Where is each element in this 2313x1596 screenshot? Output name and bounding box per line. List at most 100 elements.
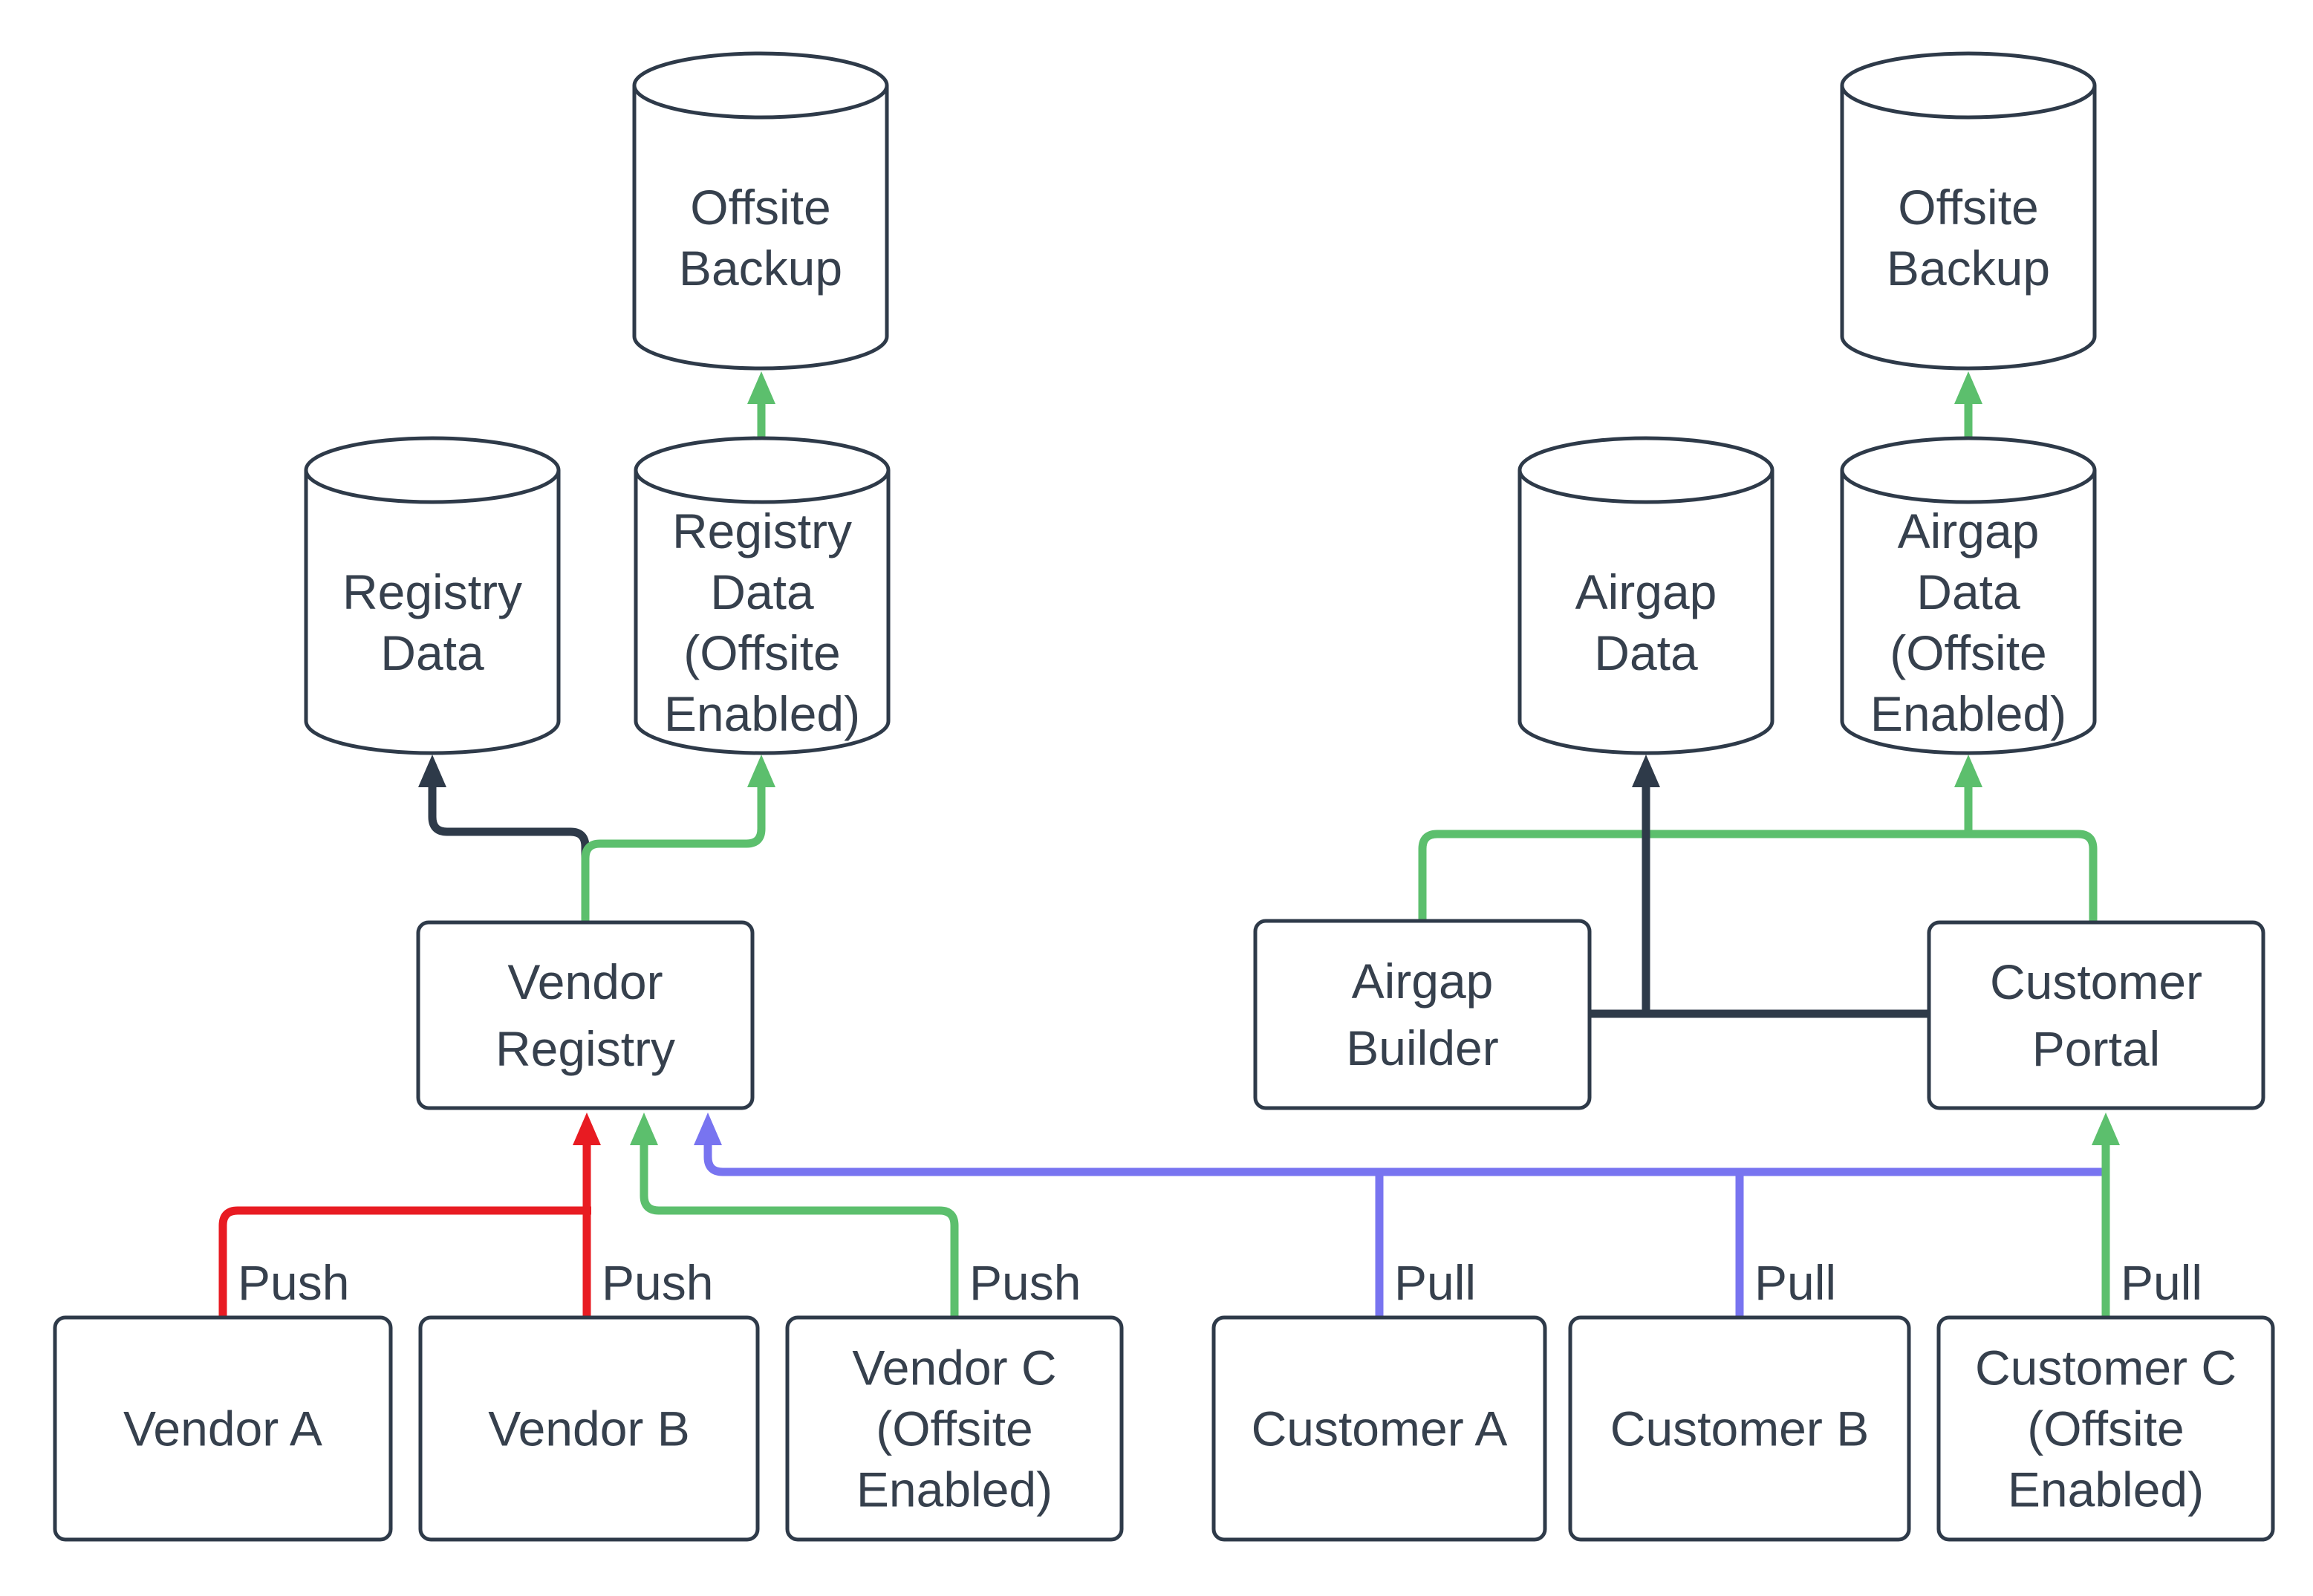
edge-vendor-a-push-branch-line bbox=[218, 1206, 591, 1319]
cylinder-shape bbox=[1840, 51, 2097, 371]
node-label-line: Enabled) bbox=[2008, 1462, 2204, 1517]
node-label: Vendor B bbox=[488, 1401, 690, 1456]
node-label-line: Data bbox=[1594, 625, 1698, 680]
node-vendor-b: Vendor B bbox=[418, 1315, 760, 1542]
node-label-line: Vendor B bbox=[488, 1401, 690, 1456]
edge-vendor-b-push-to-vendor-registry-arrowhead bbox=[573, 1113, 601, 1145]
node-label: Customer A bbox=[1252, 1401, 1508, 1456]
cylinder-top-ellipse bbox=[304, 469, 561, 504]
node-label-line: Airgap bbox=[1575, 564, 1717, 619]
cylinder-top-ellipse bbox=[1840, 85, 2097, 120]
node-label-line: Data bbox=[1916, 564, 2020, 619]
edge-airgap-data-offsite-to-offsite-backup-arrowhead bbox=[1954, 371, 1982, 404]
edge-customers-pull-to-vendor-registry-arrowhead bbox=[694, 1113, 722, 1145]
edge-customer-c-pull-to-customer-portal-arrowhead bbox=[2092, 1113, 2120, 1145]
node-label-line: Builder bbox=[1346, 1020, 1498, 1075]
edge-label-push-1: Push bbox=[602, 1255, 713, 1310]
cylinder-shape bbox=[304, 436, 561, 755]
node-label: Vendor A bbox=[123, 1401, 322, 1456]
node-label-line: Registry bbox=[672, 504, 852, 558]
node-label-line: Vendor bbox=[507, 954, 663, 1009]
edge-customer-c-pull-to-customer-portal bbox=[2092, 1113, 2120, 1319]
node-label-line: Backup bbox=[679, 241, 842, 296]
cylinder-top-ellipse bbox=[632, 85, 889, 120]
node-label-line: Airgap bbox=[1352, 954, 1494, 1009]
cylinder-shape bbox=[634, 436, 891, 755]
edge-registry-data-offsite-to-offsite-backup bbox=[747, 371, 775, 437]
edge-customers-pull-to-vendor-registry-line bbox=[703, 1142, 2108, 1176]
edge-label-pull-5: Pull bbox=[2121, 1255, 2202, 1310]
node-label-line: Enabled) bbox=[664, 686, 860, 741]
box-shape bbox=[1936, 1315, 2275, 1542]
node-label-line: Enabled) bbox=[1870, 686, 2066, 741]
node-label-line: Customer bbox=[1990, 954, 2202, 1009]
cylinder-shape bbox=[1517, 436, 1774, 755]
edge-green-branch-to-airgap-data-offsite-arrowhead bbox=[1954, 755, 1982, 787]
edge-customers-pull-to-vendor-registry bbox=[694, 1113, 2108, 1176]
node-label-line: Customer A bbox=[1252, 1401, 1508, 1456]
box-shape bbox=[416, 920, 755, 1110]
node-label-line: (Offsite bbox=[1890, 625, 2047, 680]
node-customer-b: Customer B bbox=[1568, 1315, 1911, 1542]
edge-registry-data-offsite-to-offsite-backup-arrowhead bbox=[747, 371, 775, 404]
box-shape bbox=[53, 1315, 393, 1542]
edge-airgap-data-offsite-to-offsite-backup bbox=[1954, 371, 1982, 437]
cylinder-shape bbox=[1840, 436, 2097, 755]
edge-vendor-c-push-to-vendor-registry-line bbox=[640, 1142, 959, 1319]
edge-vendor-registry-to-registry-data-offsite-line bbox=[581, 784, 766, 922]
edge-dark-to-airgap-data-arrowhead bbox=[1632, 755, 1660, 787]
edge-vendor-registry-to-registry-data-offsite bbox=[581, 755, 775, 922]
edge-vendor-c-push-to-vendor-registry-arrowhead bbox=[630, 1113, 658, 1145]
node-label-line: Backup bbox=[1887, 241, 2050, 296]
node-label-line: Customer B bbox=[1610, 1401, 1869, 1456]
edge-green-branch-to-airgap-data-offsite bbox=[1954, 755, 1982, 834]
box-shape bbox=[1568, 1315, 1911, 1542]
node-label-line: Data bbox=[380, 625, 484, 680]
box-shape bbox=[418, 1315, 760, 1542]
edge-builder-portal-green-trunk bbox=[1418, 830, 2098, 922]
node-label-line: Customer C bbox=[1975, 1341, 2236, 1395]
cylinder-top-ellipse bbox=[1840, 469, 2097, 504]
node-vendor-a: Vendor A bbox=[53, 1315, 393, 1542]
edge-vendor-registry-to-registry-data-line bbox=[428, 784, 590, 922]
node-label-line: Offsite bbox=[690, 180, 831, 235]
node-label-line: Portal bbox=[2032, 1021, 2160, 1076]
node-label-line: Airgap bbox=[1898, 504, 2040, 558]
node-label-line: Registry bbox=[495, 1021, 675, 1076]
box-shape bbox=[1253, 919, 1592, 1110]
edge-label-pull-3: Pull bbox=[1394, 1255, 1476, 1310]
edge-vendor-registry-to-registry-data-arrowhead bbox=[418, 755, 446, 787]
node-label-line: Vendor A bbox=[123, 1401, 322, 1456]
node-label-line: Offsite bbox=[1898, 180, 2039, 235]
cylinder-top-ellipse bbox=[634, 469, 891, 504]
node-label-line: Vendor C bbox=[852, 1341, 1056, 1395]
edge-label-pull-4: Pull bbox=[1754, 1255, 1836, 1310]
edge-builder-portal-green-trunk-line bbox=[1418, 830, 2098, 922]
edge-label-push-2: Push bbox=[969, 1255, 1081, 1310]
node-label: Customer B bbox=[1610, 1401, 1869, 1456]
box-shape bbox=[1927, 920, 2265, 1110]
node-label-line: (Offsite bbox=[876, 1401, 1033, 1456]
cylinder-shape bbox=[632, 51, 889, 371]
